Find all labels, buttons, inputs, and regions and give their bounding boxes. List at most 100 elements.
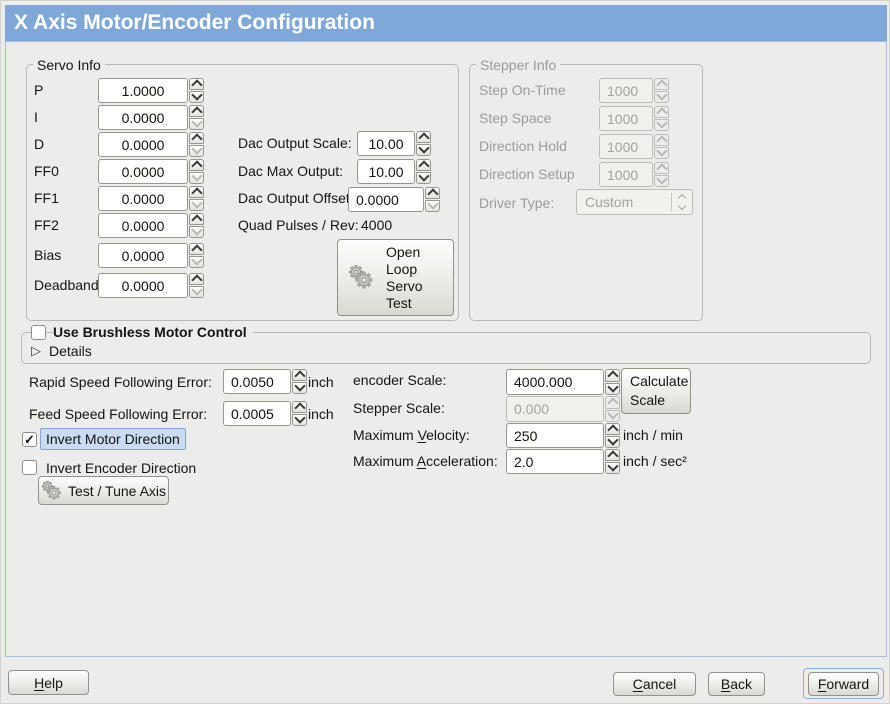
- max-acceleration-label: Maximum Acceleration:: [353, 453, 498, 469]
- spin-up-icon[interactable]: [425, 187, 440, 200]
- spin-up-icon[interactable]: [605, 369, 620, 382]
- spin-down-icon[interactable]: [189, 143, 204, 157]
- ff0-spinbox: 0.0000: [98, 159, 204, 184]
- open-loop-servo-test-button[interactable]: Open Loop Servo Test: [337, 239, 454, 316]
- combo-arrows-icon: [672, 193, 692, 211]
- spin-down-icon[interactable]: [605, 460, 620, 474]
- spin-up-icon: [654, 78, 669, 91]
- rapid-error-input[interactable]: 0.0050: [223, 369, 291, 394]
- spin-down-icon[interactable]: [605, 381, 620, 395]
- step-space-label: Step Space: [479, 110, 552, 126]
- d-input[interactable]: 0.0000: [98, 132, 188, 157]
- spin-up-icon[interactable]: [416, 159, 431, 172]
- help-button[interactable]: Help: [8, 670, 89, 695]
- ff1-spinbox: 0.0000: [98, 186, 204, 211]
- invert-encoder-label[interactable]: Invert Encoder Direction: [46, 460, 197, 476]
- cancel-button[interactable]: Cancel: [613, 672, 696, 696]
- spin-down-icon[interactable]: [189, 116, 204, 130]
- deadband-input[interactable]: 0.0000: [98, 273, 188, 298]
- spin-down-icon[interactable]: [416, 170, 431, 184]
- spin-up-icon[interactable]: [605, 423, 620, 436]
- feed-error-label: Feed Speed Following Error:: [29, 406, 208, 422]
- spin-up-icon[interactable]: [416, 131, 431, 144]
- step-on-time-spinbox: 1000: [599, 78, 669, 103]
- stepper-info-frame: [469, 64, 703, 321]
- ff2-spinbox: 0.0000: [98, 213, 204, 238]
- dac-output-scale-input[interactable]: 10.00: [357, 131, 415, 156]
- direction-setup-label: Direction Setup: [479, 166, 575, 182]
- i-label: I: [34, 109, 38, 125]
- spin-up-icon[interactable]: [189, 132, 204, 145]
- spin-down-icon[interactable]: [189, 224, 204, 238]
- spin-down-icon[interactable]: [425, 198, 440, 212]
- spin-up-icon: [654, 106, 669, 119]
- step-space-input: 1000: [599, 106, 653, 131]
- p-input[interactable]: 1.0000: [98, 78, 188, 103]
- ff2-input[interactable]: 0.0000: [98, 213, 188, 238]
- i-input[interactable]: 0.0000: [98, 105, 188, 130]
- spin-up-icon[interactable]: [189, 243, 204, 256]
- dac-max-output-spinbox: 10.00: [357, 159, 431, 184]
- spin-down-icon[interactable]: [189, 254, 204, 268]
- max-velocity-input[interactable]: 250: [506, 423, 604, 448]
- d-spinbox: 0.0000: [98, 132, 204, 157]
- spin-up-icon[interactable]: [189, 273, 204, 286]
- spin-down-icon[interactable]: [189, 197, 204, 211]
- spin-up-icon[interactable]: [292, 369, 307, 382]
- spin-down-icon[interactable]: [605, 434, 620, 448]
- dac-output-offset-label: Dac Output Offset:: [238, 190, 354, 206]
- spin-down-icon[interactable]: [189, 284, 204, 298]
- servo-info-frame: [26, 64, 459, 321]
- encoder-scale-input[interactable]: 4000.000: [506, 369, 604, 395]
- feed-error-spinbox: 0.0005: [223, 401, 307, 426]
- spin-up-icon[interactable]: [605, 449, 620, 462]
- max-acceleration-unit: inch / sec²: [623, 453, 687, 469]
- invert-encoder-checkbox[interactable]: [22, 460, 37, 475]
- spin-up-icon[interactable]: [189, 213, 204, 226]
- step-space-spinbox: 1000: [599, 106, 669, 131]
- dac-max-output-input[interactable]: 10.00: [357, 159, 415, 184]
- calculate-scale-button[interactable]: Calculate Scale: [621, 368, 691, 414]
- spin-up-icon: [654, 134, 669, 147]
- spin-down-icon[interactable]: [416, 142, 431, 156]
- expander-arrow-icon[interactable]: ▷: [31, 343, 41, 358]
- i-spinbox: 0.0000: [98, 105, 204, 130]
- spin-up-icon[interactable]: [189, 159, 204, 172]
- forward-button[interactable]: Forward: [808, 672, 879, 696]
- stepper-scale-spinbox: 0.000: [506, 396, 620, 422]
- spin-up-icon[interactable]: [292, 401, 307, 414]
- bias-label: Bias: [34, 247, 62, 263]
- dac-output-offset-spinbox: 0.0000: [348, 187, 440, 212]
- ff2-label: FF2: [34, 217, 59, 233]
- use-brushless-checkbox[interactable]: [31, 325, 46, 340]
- invert-motor-label[interactable]: Invert Motor Direction: [40, 428, 186, 450]
- spin-up-icon[interactable]: [189, 78, 204, 91]
- direction-hold-label: Direction Hold: [479, 138, 567, 154]
- ff0-input[interactable]: 0.0000: [98, 159, 188, 184]
- open-loop-servo-test-label: Open Loop Servo Test: [386, 243, 423, 311]
- forward-focus-ring: [803, 668, 884, 699]
- p-spinbox: 1.0000: [98, 78, 204, 103]
- use-brushless-label[interactable]: Use Brushless Motor Control: [53, 324, 253, 340]
- spin-down-icon: [654, 89, 669, 103]
- dac-output-offset-input[interactable]: 0.0000: [348, 187, 424, 212]
- max-acceleration-input[interactable]: 2.0: [506, 449, 604, 474]
- spin-up-icon[interactable]: [189, 186, 204, 199]
- ff1-input[interactable]: 0.0000: [98, 186, 188, 211]
- ff0-label: FF0: [34, 163, 59, 179]
- quad-pulses-label: Quad Pulses / Rev:: [238, 217, 359, 233]
- driver-type-value: Custom: [585, 194, 634, 210]
- spin-up-icon[interactable]: [189, 105, 204, 118]
- details-expander-label[interactable]: Details: [49, 343, 92, 359]
- spin-down-icon[interactable]: [292, 380, 307, 394]
- back-button[interactable]: Back: [708, 672, 765, 696]
- servo-info-legend: Servo Info: [33, 57, 105, 73]
- spin-down-icon[interactable]: [292, 412, 307, 426]
- feed-error-input[interactable]: 0.0005: [223, 401, 291, 426]
- spin-down-icon[interactable]: [189, 89, 204, 103]
- test-tune-axis-button[interactable]: Test / Tune Axis: [38, 476, 169, 505]
- quad-pulses-value: 4000: [361, 217, 393, 233]
- bias-input[interactable]: 0.0000: [98, 243, 188, 268]
- spin-down-icon[interactable]: [189, 170, 204, 184]
- invert-motor-checkbox[interactable]: ✓: [22, 432, 37, 447]
